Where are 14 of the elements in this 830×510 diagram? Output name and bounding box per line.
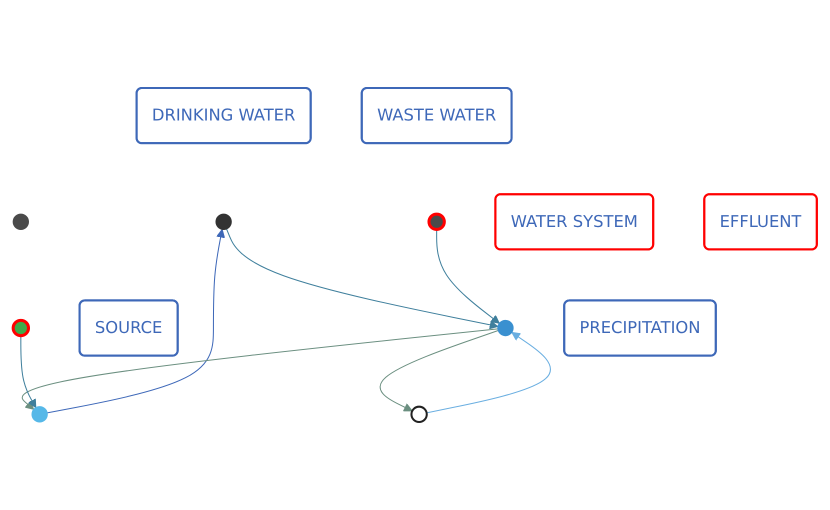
node-circle — [12, 214, 29, 230]
node-circle — [12, 318, 30, 338]
arrow — [436, 229, 500, 324]
node-circle — [410, 406, 428, 424]
arrow — [20, 336, 36, 408]
node-circle — [427, 212, 446, 231]
arrow — [22, 328, 498, 410]
arrow — [426, 332, 551, 414]
arrow — [47, 228, 226, 414]
node-circle — [31, 406, 48, 422]
node-circle — [215, 214, 232, 230]
arrow — [380, 330, 498, 412]
arrow — [226, 228, 498, 330]
node-circle — [497, 320, 514, 336]
